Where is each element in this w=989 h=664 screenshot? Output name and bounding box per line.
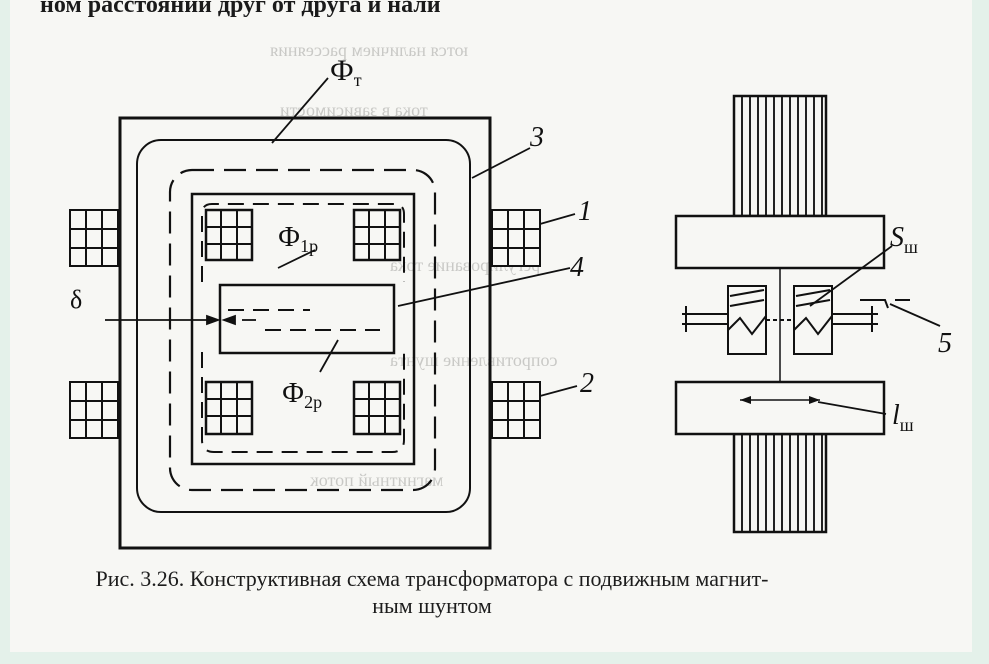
figure-caption: Рис. 3.26. Конструктивная схема трансфор…	[62, 565, 802, 619]
leader-5	[889, 303, 941, 327]
leader-2	[539, 385, 578, 397]
winding-inner-bottom-right	[352, 380, 402, 436]
side-shunt	[682, 285, 910, 355]
scanned-page: ном расстоянии друг от друга и нали ются…	[10, 0, 972, 652]
caption-line-1: Рис. 3.26. Конструктивная схема трансфор…	[95, 566, 769, 591]
leader-phi-2p	[319, 339, 339, 373]
leader-4	[397, 267, 571, 307]
leader-l-sh	[817, 401, 887, 415]
winding-inner-top-left	[204, 208, 254, 262]
transformer-core	[118, 116, 492, 550]
side-winding-bottom	[732, 432, 828, 534]
side-core-top	[674, 214, 886, 270]
leader-s-sh	[809, 245, 893, 307]
winding-outer-top-right	[491, 209, 541, 267]
label-5: 5	[938, 328, 952, 359]
leader-phi-t	[271, 77, 329, 144]
label-3: 3	[529, 122, 544, 153]
label-l-sh: lш	[892, 400, 914, 435]
side-view	[674, 94, 910, 534]
leader-1	[539, 213, 576, 225]
flux-paths	[201, 203, 405, 453]
leader-phi-1p	[277, 249, 316, 269]
label-4: 4	[570, 252, 584, 283]
winding-inner-top-right	[352, 208, 402, 262]
winding-inner-bottom-left	[204, 380, 254, 436]
magnetic-shunt	[218, 283, 396, 355]
transformer-diagram: Фт Ф1р Ф2р δ 3 1 4 2	[69, 54, 952, 550]
label-phi-1p: Ф1р	[278, 222, 318, 256]
label-phi-t: Фт	[330, 54, 362, 90]
phi-1p-path	[201, 203, 405, 282]
label-phi-2p: Ф2р	[282, 378, 322, 412]
leader-3	[471, 147, 531, 179]
caption-line-2: ным шунтом	[372, 593, 492, 618]
winding-outer-top-left	[69, 209, 119, 267]
label-s-sh: Sш	[890, 222, 918, 257]
label-delta: δ	[70, 285, 82, 314]
side-winding-top	[732, 94, 828, 218]
air-gap-indicator	[105, 314, 256, 326]
header-text: ном расстоянии друг от друга и нали	[40, 0, 441, 18]
leader-lines	[271, 77, 578, 397]
label-2: 2	[580, 368, 594, 399]
winding-outer-bottom-left	[69, 381, 119, 439]
label-1: 1	[578, 196, 592, 227]
windings	[69, 208, 541, 439]
winding-outer-bottom-right	[491, 381, 541, 439]
dimension-arrows	[740, 396, 820, 404]
